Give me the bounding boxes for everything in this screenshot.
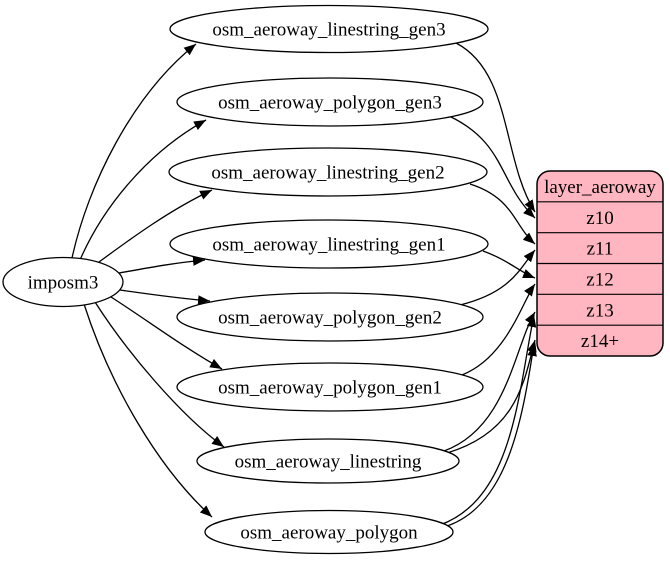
edge-osm_aeroway_polygon-to-layer_aeroway:z14+ xyxy=(443,343,537,528)
edge-imposm3-to-osm_aeroway_linestring_gen2 xyxy=(98,189,213,263)
table-node: osm_aeroway_polygon_gen2 xyxy=(176,292,484,342)
edge-osm_aeroway_polygon_gen3-to-layer_aeroway:z10 xyxy=(448,115,536,219)
table-node-label: osm_aeroway_polygon xyxy=(240,523,418,544)
table-node-label: osm_aeroway_linestring xyxy=(235,452,422,473)
table-node: osm_aeroway_linestring_gen3 xyxy=(169,4,489,54)
table-node: osm_aeroway_linestring_gen2 xyxy=(168,147,488,197)
table-node: osm_aeroway_polygon xyxy=(204,509,454,555)
edge-imposm3-to-osm_aeroway_linestring_gen1 xyxy=(118,256,206,274)
table-node-shape xyxy=(196,438,460,484)
nodes-layer: imposm3 osm_aeroway_linestring_gen3 osm_ae… xyxy=(2,4,664,555)
source-node-label: imposm3 xyxy=(28,273,99,294)
table-node-shape xyxy=(204,509,454,555)
table-node-shape xyxy=(176,77,484,127)
edges-layer xyxy=(71,42,537,528)
edge-imposm3-to-osm_aeroway_polygon xyxy=(83,303,213,518)
table-node-shape xyxy=(168,147,488,197)
layer-row-label: z11 xyxy=(587,239,614,260)
table-node: osm_aeroway_linestring_gen1 xyxy=(169,219,489,269)
table-node-label: osm_aeroway_linestring_gen1 xyxy=(212,235,445,256)
table-node-shape xyxy=(176,362,484,412)
layer-node: layer_aeroway z10 z11 z12 z13 z14+ xyxy=(536,170,664,357)
table-node-label: osm_aeroway_polygon_gen3 xyxy=(218,93,442,114)
table-node-label: osm_aeroway_polygon_gen2 xyxy=(218,308,442,329)
layer-row-label: z13 xyxy=(586,300,613,321)
layer-row-label: z10 xyxy=(586,208,613,229)
table-node-label: osm_aeroway_linestring_gen2 xyxy=(211,163,444,184)
edge-imposm3-to-osm_aeroway_polygon_gen2 xyxy=(119,289,211,305)
layer-row-label: z12 xyxy=(586,269,613,290)
edge-imposm3-to-osm_aeroway_polygon_gen1 xyxy=(110,296,223,370)
edge-imposm3-to-osm_aeroway_linestring_gen3 xyxy=(71,43,197,259)
source-node: imposm3 xyxy=(2,256,124,308)
table-node-label: osm_aeroway_linestring_gen3 xyxy=(212,20,445,41)
edge-osm_aeroway_polygon_gen1-to-layer_aeroway:z12 xyxy=(461,283,536,376)
table-node: osm_aeroway_polygon_gen3 xyxy=(176,77,484,127)
edge-osm_aeroway_linestring_gen1-to-layer_aeroway:z12 xyxy=(482,250,536,279)
table-node-shape xyxy=(169,4,489,54)
table-node: osm_aeroway_polygon_gen1 xyxy=(176,362,484,412)
edge-imposm3-to-osm_aeroway_linestring xyxy=(94,301,225,448)
layer-row-label: z14+ xyxy=(581,331,619,352)
table-node-label: osm_aeroway_polygon_gen1 xyxy=(218,378,442,399)
layer-node-title: layer_aeroway xyxy=(544,177,656,198)
edge-imposm3-to-osm_aeroway_polygon_gen3 xyxy=(79,119,207,261)
edge-osm_aeroway_polygon_gen2-to-layer_aeroway:z11 xyxy=(459,249,536,306)
table-node-shape xyxy=(169,219,489,269)
edge-osm_aeroway_linestring_gen3-to-layer_aeroway:z10 xyxy=(455,42,536,213)
table-node: osm_aeroway_linestring xyxy=(196,438,460,484)
edge-osm_aeroway_linestring_gen2-to-layer_aeroway:z11 xyxy=(469,183,536,245)
table-node-shape xyxy=(176,292,484,342)
source-node-shape xyxy=(2,256,124,308)
